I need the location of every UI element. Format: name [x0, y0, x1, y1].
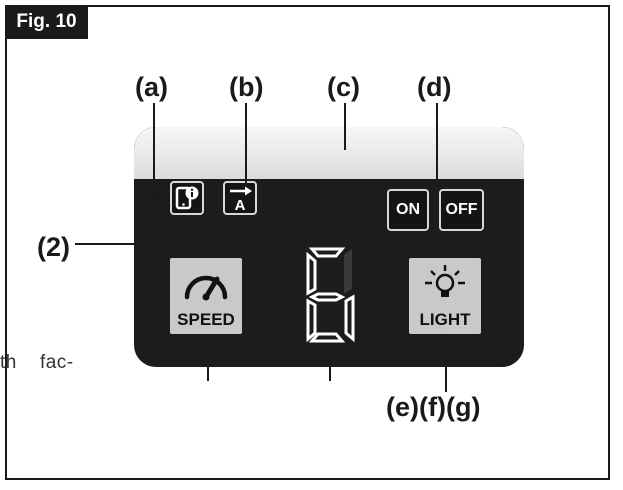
callout-d: (d)	[417, 72, 452, 102]
callout-c: (c)	[327, 72, 360, 102]
callout-b: (b)	[229, 72, 264, 102]
on-button[interactable]: ON	[387, 189, 429, 231]
control-panel: A ON OFF SPEED 6	[134, 127, 524, 367]
speedometer-icon	[184, 275, 228, 301]
callout-panel: (2)	[37, 232, 70, 262]
figure-frame	[5, 5, 610, 480]
cropped-body-text: th fac-	[0, 352, 74, 373]
light-label: LIGHT	[419, 310, 471, 329]
callout-efg: (e)(f)(g)	[386, 392, 481, 422]
speed-label: SPEED	[177, 310, 235, 329]
off-button[interactable]: OFF	[439, 189, 484, 231]
lightbulb-icon	[425, 265, 465, 297]
light-button[interactable]: LIGHT	[409, 258, 481, 334]
speed-button[interactable]: SPEED	[170, 258, 242, 334]
callout-a: (a)	[135, 72, 168, 102]
auto-mode-button[interactable]: A	[223, 181, 257, 215]
phone-info-icon	[175, 186, 199, 210]
figure-tag: Fig. 10	[5, 5, 88, 39]
display-digit: 6	[330, 304, 332, 306]
phone-info-button[interactable]	[170, 181, 204, 215]
svg-text:A: A	[235, 197, 246, 213]
panel-light-strip	[134, 127, 524, 179]
seven-segment-display: 6	[306, 247, 355, 343]
leader-a	[153, 103, 166, 199]
auto-arrow-icon: A	[230, 186, 252, 214]
